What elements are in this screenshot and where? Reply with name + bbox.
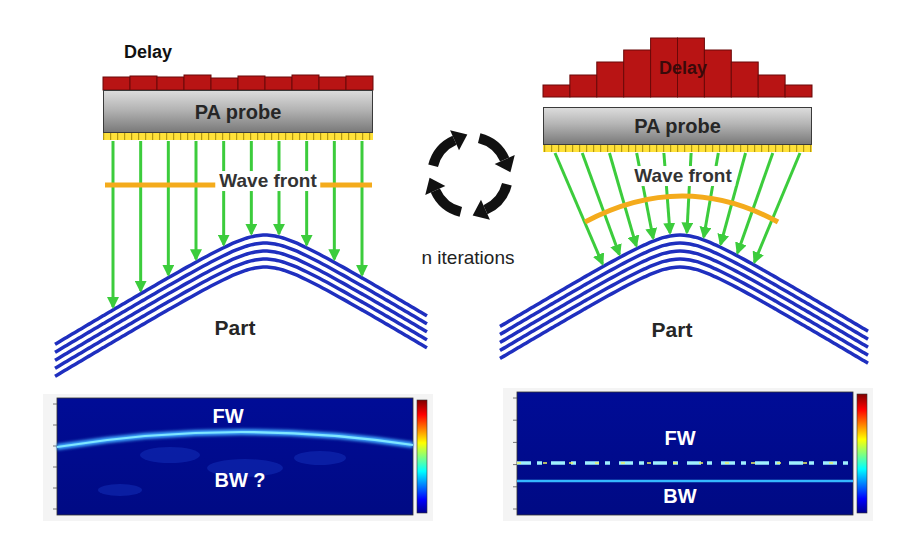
beam-arrow — [167, 141, 170, 275]
delay-bar — [265, 77, 292, 90]
delay-bar — [624, 50, 651, 97]
color-bar — [417, 400, 427, 513]
wave-front-curve — [585, 196, 778, 222]
probe-label: PA probe — [634, 116, 721, 136]
delay-bar — [103, 77, 130, 90]
wave-front-label: Wave front — [630, 166, 735, 186]
delay-bar — [184, 75, 211, 90]
cycle-arrowhead — [450, 130, 467, 150]
color-bar — [857, 394, 867, 513]
scan-plot — [57, 398, 413, 515]
axis-tick — [513, 398, 517, 399]
axis-tick — [53, 488, 57, 489]
beam-arrow — [664, 153, 670, 233]
axis-tick — [513, 442, 517, 443]
axis-tick — [53, 446, 57, 447]
scan-noise — [98, 484, 142, 496]
scan-image: FW BW — [517, 392, 853, 515]
axis-tick — [53, 467, 57, 468]
beam-arrow — [361, 141, 364, 275]
delay-bar — [704, 50, 731, 97]
beam-arrow — [333, 141, 336, 259]
cycle-arc — [428, 136, 456, 167]
part-label: Part — [652, 319, 693, 341]
plot-margin — [503, 388, 873, 521]
iteration-cycle-icon — [425, 130, 515, 220]
delay-bar — [211, 78, 238, 90]
delay-bar — [785, 85, 812, 97]
echo-label: FW — [212, 406, 243, 426]
beam-arrow — [139, 141, 142, 291]
beam-arrow — [738, 153, 773, 253]
cycle-arc — [483, 183, 511, 214]
beam-arrow — [112, 141, 115, 307]
part-layer — [500, 259, 868, 355]
scan-noise — [294, 451, 346, 465]
cycle-arrowhead — [473, 200, 490, 220]
delay-bar — [758, 75, 785, 97]
scan-plot — [517, 392, 853, 515]
cycle-arc — [478, 133, 509, 161]
echo-glow — [517, 459, 853, 467]
beam-arrow — [754, 153, 800, 262]
axis-tick — [513, 464, 517, 465]
front-wall-echo — [517, 461, 853, 465]
delay-label: Delay — [124, 43, 172, 62]
right-setup — [500, 38, 868, 363]
echo-glow — [57, 432, 413, 447]
plot-margin — [43, 394, 433, 521]
echo-peak — [517, 462, 853, 464]
front-wall-echo — [57, 432, 413, 447]
part-label: Part — [215, 317, 256, 339]
axis-tick — [513, 509, 517, 510]
iterations-label: n iterations — [422, 248, 515, 268]
wave-front-label: Wave front — [215, 171, 320, 191]
delay-label: Delay — [659, 59, 707, 78]
delay-bar — [292, 75, 319, 90]
probe-box: PA probe — [103, 90, 373, 133]
beam-arrow — [687, 153, 691, 232]
cycle-arc — [431, 188, 462, 216]
part-layer — [55, 267, 427, 376]
scan-noise — [140, 447, 200, 463]
echo-label: FW — [664, 428, 695, 448]
axis-tick — [513, 486, 517, 487]
axis-tick — [513, 420, 517, 421]
axis-tick — [53, 425, 57, 426]
delay-bar — [157, 77, 184, 90]
scan-images — [43, 388, 873, 521]
cycle-arrowhead — [425, 178, 445, 195]
delay-bar — [543, 85, 570, 97]
delay-bar — [731, 62, 758, 97]
part-layer — [500, 267, 868, 363]
echo-label: BW ? — [214, 470, 265, 490]
delay-bar — [238, 76, 265, 90]
axis-tick — [53, 404, 57, 405]
delay-bar — [597, 62, 624, 97]
echo-label: BW — [663, 486, 696, 506]
beam-arrow — [222, 141, 225, 245]
axis-tick — [53, 509, 57, 510]
probe-box: PA probe — [543, 107, 812, 145]
probe-label: PA probe — [195, 102, 282, 122]
delay-bar — [319, 77, 346, 90]
probe-elements — [103, 133, 373, 140]
beam-arrow — [305, 141, 308, 245]
probe-elements — [543, 145, 812, 152]
delay-bar — [570, 75, 597, 97]
delay-bar — [130, 76, 157, 90]
beam-arrow — [195, 141, 198, 259]
scan-image: FW BW ? — [57, 398, 413, 515]
cycle-arrowhead — [495, 155, 515, 172]
delay-bar — [346, 76, 373, 90]
beam-arrow — [555, 153, 603, 264]
back-wall-echo — [517, 480, 853, 483]
left-setup — [55, 75, 427, 376]
